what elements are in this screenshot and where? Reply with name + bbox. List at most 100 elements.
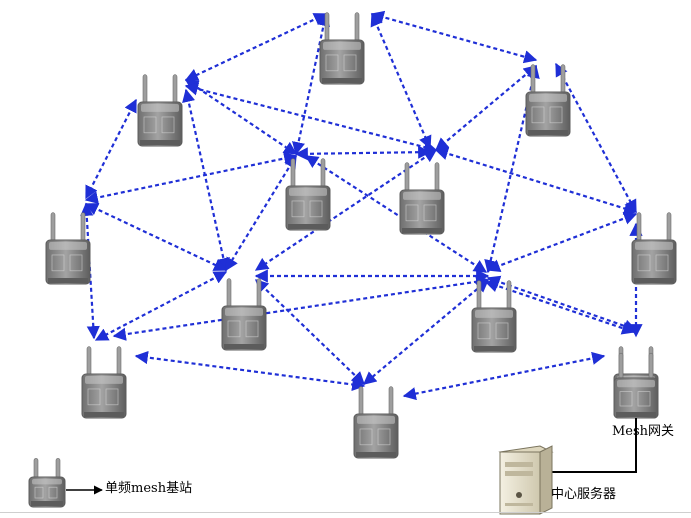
mesh-link — [94, 271, 228, 341]
mesh-link — [182, 88, 230, 272]
device-panel — [531, 106, 545, 124]
mesh-ap-n9 — [81, 346, 127, 419]
antenna — [618, 352, 624, 380]
device-cap — [635, 242, 673, 250]
mesh-link — [304, 155, 488, 273]
device-body — [399, 189, 445, 235]
bottom-divider — [0, 512, 691, 513]
mesh-ap-n4 — [45, 212, 91, 285]
device-panel — [105, 388, 119, 406]
device-cap — [141, 104, 179, 112]
mesh-ap-n2 — [137, 74, 183, 147]
server-label: 中心服务器 — [551, 487, 617, 502]
device-panel — [325, 54, 339, 72]
antenna — [142, 74, 148, 105]
antenna — [666, 212, 672, 243]
device-body — [137, 101, 183, 147]
mesh-ap-n11 — [353, 386, 399, 459]
antenna — [648, 352, 654, 380]
device-body — [45, 239, 91, 285]
antenna — [506, 280, 512, 311]
device-base — [288, 224, 328, 229]
mesh-nodes — [28, 12, 677, 508]
device-body — [28, 476, 66, 508]
device-cap — [617, 380, 655, 388]
device-base — [528, 130, 568, 135]
device-body — [525, 91, 571, 137]
device-base — [616, 412, 656, 417]
device-base — [84, 412, 124, 417]
device-panel — [637, 391, 651, 407]
device-cap — [529, 94, 567, 102]
device-panel — [423, 204, 437, 222]
device-panel — [549, 106, 563, 124]
mesh-ap-n7 — [399, 162, 445, 235]
device-base — [224, 344, 264, 349]
antenna — [388, 386, 394, 417]
mesh-link — [292, 12, 330, 156]
antenna — [50, 212, 56, 243]
mesh-link — [134, 351, 366, 391]
device-body — [81, 373, 127, 419]
mesh-link — [370, 10, 538, 64]
device-body — [221, 305, 267, 351]
mesh-link — [184, 82, 438, 154]
antenna — [560, 64, 566, 95]
mesh-link — [84, 203, 228, 271]
mesh-link — [486, 275, 638, 333]
legend-ap-icon — [28, 458, 66, 508]
mesh-link — [434, 65, 538, 151]
device-cap — [475, 310, 513, 318]
device-panel — [477, 322, 491, 340]
central-server — [498, 418, 637, 515]
device-panel — [495, 322, 509, 340]
device-cap — [357, 416, 395, 424]
antenna — [86, 346, 92, 377]
device-panel — [34, 486, 44, 499]
device-body — [471, 307, 517, 353]
device-base — [402, 228, 442, 233]
mesh-link — [362, 279, 490, 385]
mesh-ap-n10 — [471, 280, 517, 353]
gateway-server-cable — [550, 418, 637, 473]
mesh-ap-n1 — [319, 12, 365, 85]
antenna — [476, 280, 482, 311]
antenna — [354, 12, 360, 43]
antenna — [80, 212, 86, 243]
device-panel — [309, 200, 323, 218]
device-panel — [245, 320, 259, 338]
device-base — [31, 501, 63, 506]
antenna — [636, 212, 642, 243]
mesh-gateway-ap — [613, 352, 659, 419]
device-panel — [161, 116, 175, 134]
mesh-ap-n5 — [221, 278, 267, 351]
mesh-ap-n3 — [285, 158, 331, 231]
mesh-link — [80, 202, 100, 340]
device-base — [474, 346, 514, 351]
device-cap — [403, 192, 441, 200]
antenna — [358, 386, 364, 417]
device-panel — [69, 254, 83, 272]
mesh-link — [402, 351, 606, 401]
gateway-label: Mesh网关 — [612, 424, 675, 439]
antenna — [434, 162, 440, 193]
device-panel — [405, 204, 419, 222]
device-base — [48, 278, 88, 283]
device-cap — [323, 42, 361, 50]
device-base — [356, 452, 396, 457]
device-body — [631, 239, 677, 285]
mesh-link — [84, 151, 298, 205]
device-panel — [51, 254, 65, 272]
mesh-links — [80, 10, 643, 401]
device-panel — [143, 116, 157, 134]
antenna — [530, 64, 536, 95]
device-panel — [655, 254, 669, 272]
antenna — [172, 74, 178, 105]
device-base — [140, 140, 180, 145]
mesh-link — [184, 13, 328, 81]
device-base — [634, 278, 674, 283]
device-panel — [48, 486, 58, 499]
antenna — [324, 12, 330, 43]
device-cap — [32, 479, 62, 485]
